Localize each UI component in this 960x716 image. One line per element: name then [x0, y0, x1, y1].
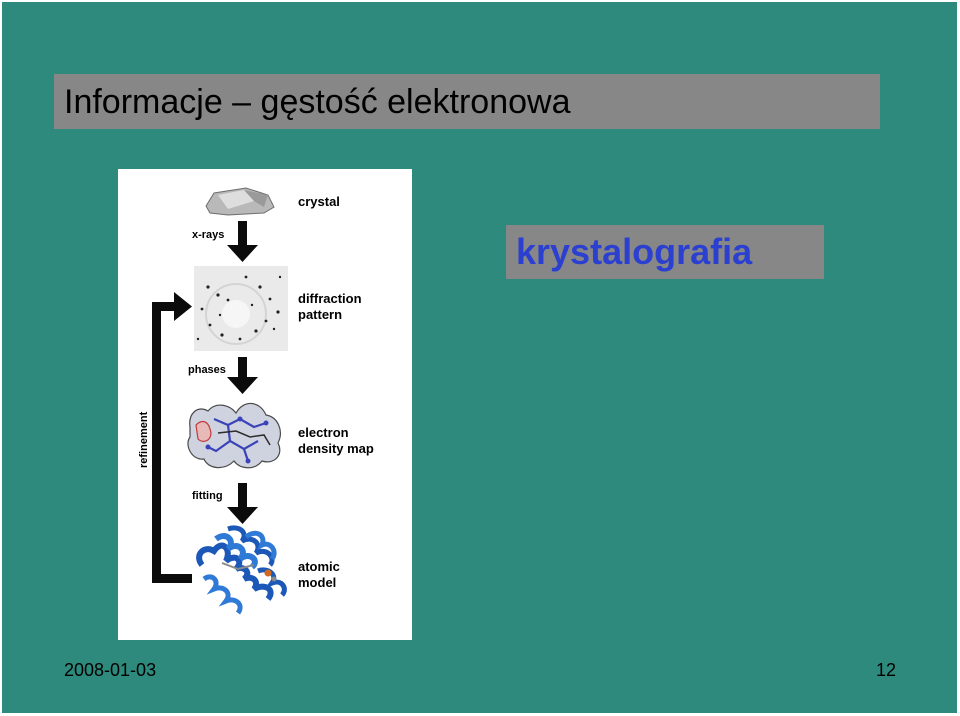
fitting-label: fitting [192, 490, 223, 502]
density-label-line2: density map [298, 441, 374, 456]
page-number: 12 [876, 660, 897, 680]
crystal-label: crystal [298, 194, 340, 209]
xrays-label: x-rays [192, 229, 224, 241]
phases-arrow [227, 357, 258, 394]
crystallography-workflow-diagram: crystal x-rays [118, 169, 412, 640]
atomic-model-image [196, 525, 287, 615]
keyword-box: krystalografia [506, 225, 824, 279]
model-label-line2: model [298, 575, 336, 590]
diffraction-label-line1: diffraction [298, 291, 362, 306]
diffraction-pattern-image [194, 266, 288, 351]
phases-label: phases [188, 364, 226, 376]
electron-density-map-image [187, 402, 281, 469]
fitting-arrow [227, 483, 258, 524]
crystal-image [205, 187, 275, 216]
xrays-arrow [227, 221, 258, 262]
diffraction-label-line2: pattern [298, 307, 342, 322]
keyword-text: krystalografia [516, 231, 753, 272]
density-label-line1: electron [298, 425, 349, 440]
model-label-line1: atomic [298, 559, 340, 574]
refinement-label: refinement [138, 411, 150, 468]
footer-date: 2008-01-03 [64, 660, 157, 680]
title-bar: Informacje – gęstość elektronowa [54, 74, 880, 129]
slide-title: Informacje – gęstość elektronowa [64, 83, 571, 121]
refinement-loop-arrow [152, 292, 192, 583]
